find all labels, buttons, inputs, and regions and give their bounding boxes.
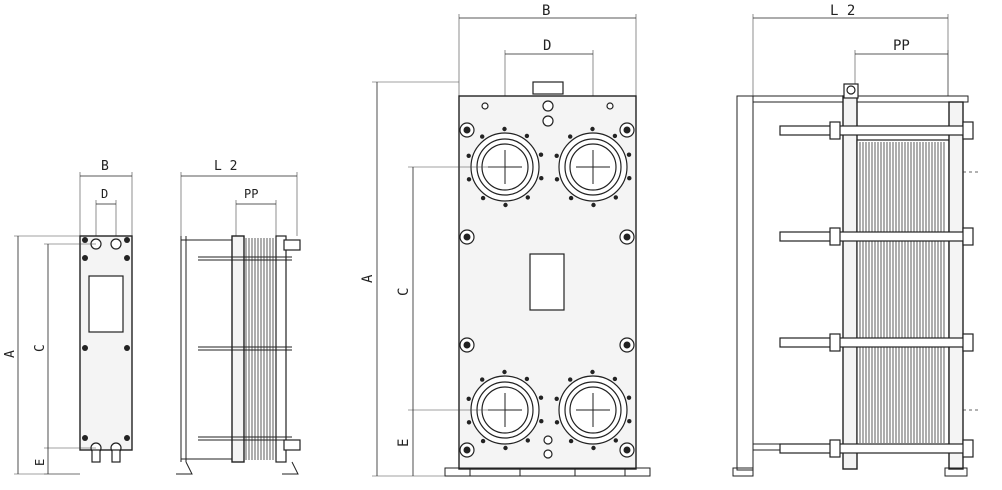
small-front-dim-b: B [101, 159, 109, 174]
flange-bolt [554, 153, 559, 158]
flange-bolt [525, 195, 530, 200]
large-side-dim-pp: PP [893, 38, 910, 54]
flange-bolt [554, 177, 560, 182]
flange-bolt [502, 369, 507, 375]
large-plate-pack [859, 142, 945, 443]
flange-bolt [503, 202, 508, 208]
flange-bolt [627, 176, 632, 181]
flange-bolt [525, 438, 530, 443]
flange-bolt [568, 377, 573, 382]
flange-bolt [539, 176, 544, 181]
small-side-dim-pp: PP [244, 187, 258, 201]
flange-bolt [568, 134, 573, 139]
flange-bolts [466, 126, 632, 451]
large-front-dim-d: D [543, 38, 551, 54]
flange-bolt [480, 377, 485, 382]
flange-bolt [568, 438, 574, 444]
flange-bolt [591, 202, 596, 208]
flange-bolt [524, 376, 530, 382]
flange-bolt [466, 396, 471, 401]
flange-bolt [590, 369, 595, 375]
port-top-right [558, 132, 628, 202]
flange-bolt [590, 126, 595, 132]
small-front-dim-d: D [101, 187, 108, 201]
flange-bolt [612, 376, 618, 382]
flange-bolt [480, 438, 486, 444]
flange-bolt [538, 152, 544, 157]
flange-bolt [591, 445, 596, 451]
large-front-dim-b: B [542, 3, 550, 19]
large-side-dim-l2: L 2 [830, 3, 855, 19]
flange-bolt [613, 438, 618, 443]
small-front-dim-e: E [33, 459, 47, 466]
tie-bolts [779, 121, 974, 458]
flange-bolt [554, 420, 560, 425]
small-front-dim-a: A [3, 350, 18, 358]
port-bottom-right [558, 375, 628, 445]
flange-bolt [568, 195, 574, 201]
large-front-dim-a: A [360, 274, 376, 283]
large-side-view: L 2 PP [732, 3, 980, 477]
flange-bolt [627, 419, 632, 424]
large-front-dim-e: E [396, 439, 412, 447]
flange-bolt [626, 395, 632, 400]
flange-bolt [524, 133, 530, 139]
small-front-view: B D A C [3, 159, 133, 475]
frame-bolts [459, 122, 635, 458]
large-front-dim-c: C [396, 288, 412, 296]
flange-bolt [503, 445, 508, 451]
flange-bolt [466, 420, 472, 425]
flange-bolt [538, 395, 544, 400]
flange-bolt [626, 152, 632, 157]
small-side-dim-l2: L 2 [214, 159, 237, 174]
flange-bolt [613, 195, 618, 200]
large-front-view: B D [360, 3, 651, 477]
flange-bolt [539, 419, 544, 424]
flange-bolt [554, 396, 559, 401]
flange-bolt [612, 133, 618, 139]
flange-bolt [466, 177, 472, 182]
small-front-dim-c: C [33, 344, 48, 352]
small-plate-pack [245, 238, 274, 460]
flange-bolt [502, 126, 507, 132]
flange-bolt [466, 153, 471, 158]
flange-bolt [480, 134, 485, 139]
small-side-view: L 2 PP [176, 159, 301, 475]
flange-bolt [480, 195, 486, 201]
